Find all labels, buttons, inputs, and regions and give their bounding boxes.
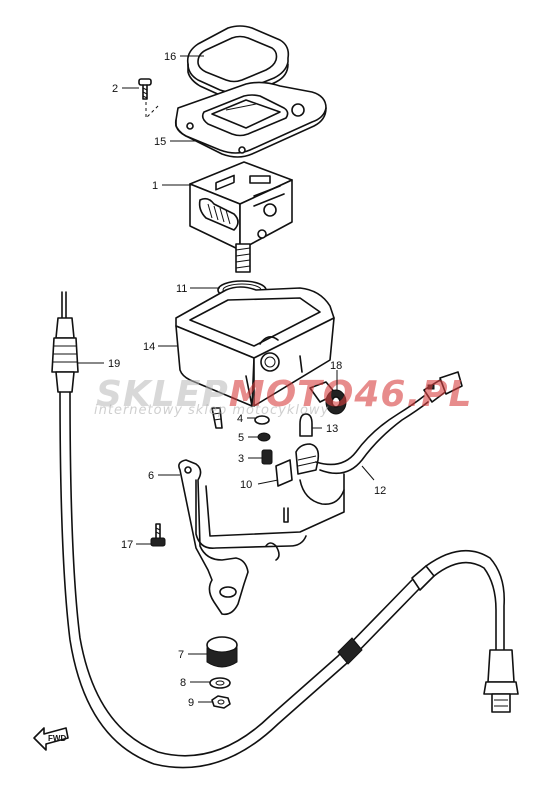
part-10-socket <box>275 443 320 487</box>
callout-10: 10 <box>240 479 252 491</box>
svg-text:SKLEPMOTO46.PL: SKLEPMOTO46.PL <box>96 374 472 415</box>
part-3-bolt <box>261 449 273 465</box>
part-7-grommet <box>206 636 238 668</box>
callout-7: 7 <box>178 649 184 661</box>
part-8-washer <box>209 677 231 689</box>
callout-12: 12 <box>374 485 386 497</box>
part-14-case <box>175 286 335 429</box>
callout-19: 19 <box>108 358 120 370</box>
callout-14: 14 <box>143 341 155 353</box>
callout-11: 11 <box>176 283 187 295</box>
part-5-washer <box>257 432 271 442</box>
watermark-brand-right: 46.PL <box>353 374 472 415</box>
part-13-bulb <box>299 413 313 437</box>
callout-1: 1 <box>152 180 158 192</box>
callout-6: 6 <box>148 470 154 482</box>
callouts: 16 2 15 1 11 14 19 18 4 13 5 3 6 10 12 1… <box>78 51 386 709</box>
part-15-housing-top <box>174 81 327 158</box>
callout-8: 8 <box>180 677 186 689</box>
part-16-cover <box>186 25 290 99</box>
part-6-bracket <box>178 459 345 616</box>
part-17-screw <box>150 507 289 547</box>
part-4-washer <box>254 415 270 425</box>
forward-direction-marker: FWD <box>33 727 69 751</box>
callout-5: 5 <box>238 432 244 444</box>
callout-9: 9 <box>188 697 194 709</box>
watermark-tagline: internetowy sklep motocyklowy <box>94 403 329 418</box>
part-19-speedo-cable <box>51 291 519 769</box>
callout-4: 4 <box>237 413 243 425</box>
callout-16: 16 <box>164 51 176 63</box>
callout-2: 2 <box>112 83 118 95</box>
callout-17: 17 <box>121 539 133 551</box>
watermark-brand-mid: MOTO <box>229 374 355 415</box>
callout-15: 15 <box>154 136 166 148</box>
callout-13: 13 <box>326 423 338 435</box>
part-1-meter-unit <box>189 161 293 273</box>
watermark: SKLEPMOTO46.PL internetowy sklep motocyk… <box>94 374 472 418</box>
part-2-screw <box>138 78 161 120</box>
part-18-drive-gear <box>309 381 347 415</box>
forward-label: FWD <box>48 734 66 743</box>
callout-3: 3 <box>238 453 244 465</box>
part-9-nut <box>211 695 231 709</box>
watermark-brand-left: SKLEP <box>96 374 229 415</box>
part-12-wire-harness <box>299 371 463 506</box>
callout-18: 18 <box>330 360 342 372</box>
